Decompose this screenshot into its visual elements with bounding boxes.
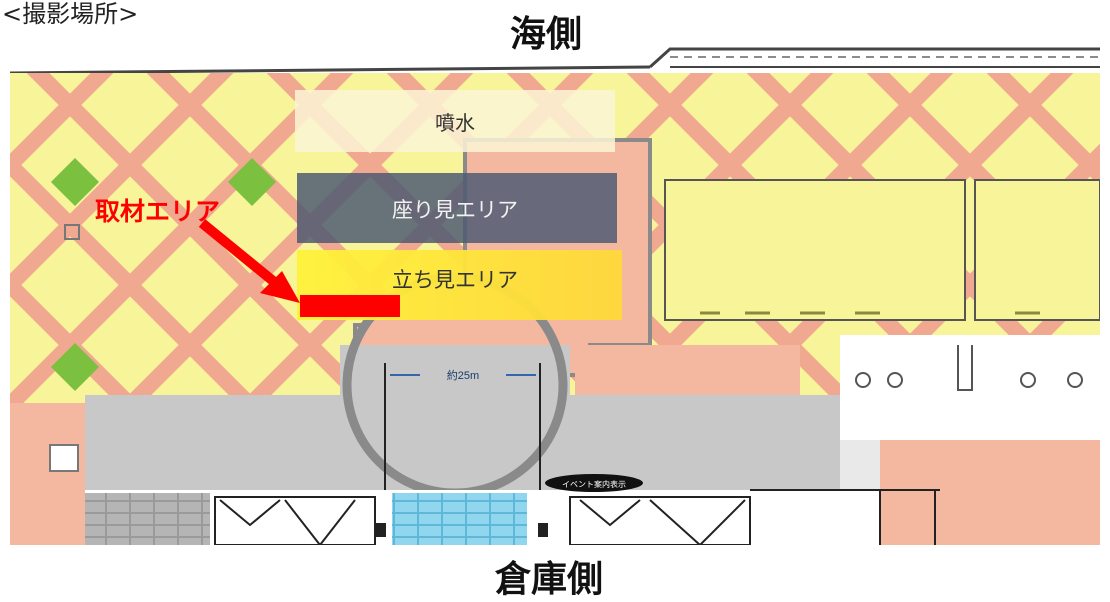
brick-strip xyxy=(85,493,210,545)
lower-right-salmon xyxy=(880,440,1100,545)
arrow-icon xyxy=(198,219,282,289)
seated-area xyxy=(297,173,617,243)
right-white-area xyxy=(840,335,1100,435)
green-tile-2 xyxy=(227,157,277,207)
bollards xyxy=(855,372,1083,388)
warehouse-side-label: 倉庫側 xyxy=(495,559,604,600)
event-sign-label: イベント案内表示 xyxy=(562,479,626,489)
left-box-1 xyxy=(64,224,80,240)
venue-map: 噴水 座り見エリア 立ち見エリア 取材エリア 約25m xyxy=(10,47,1100,545)
dimension-label: 約25m xyxy=(447,368,479,382)
pillar xyxy=(957,345,973,391)
event-sign xyxy=(545,474,643,492)
fountain-area xyxy=(295,90,615,152)
arrowhead-icon xyxy=(260,271,300,303)
green-tile-1 xyxy=(50,157,100,207)
gray-floor xyxy=(85,395,840,490)
seated-area-label: 座り見エリア xyxy=(392,198,518,222)
left-edge-strip xyxy=(10,403,85,545)
pole-base-1 xyxy=(376,523,386,537)
sea-side-label: 海側 xyxy=(510,14,583,55)
blue-brick-strip xyxy=(392,493,527,545)
green-tile-3 xyxy=(50,342,100,392)
fountain-label: 噴水 xyxy=(435,111,475,135)
gates xyxy=(214,496,751,545)
standing-area-label: 立ち見エリア xyxy=(392,268,518,292)
left-box-2 xyxy=(49,444,79,472)
right-building-2 xyxy=(974,179,1100,321)
press-area-label: 取材エリア xyxy=(95,197,220,226)
pole-base-2 xyxy=(538,523,548,537)
right-building-1 xyxy=(664,179,966,321)
railing xyxy=(10,47,1100,75)
location-header: <撮影場所> xyxy=(2,0,139,28)
press-area-marker xyxy=(300,295,400,317)
